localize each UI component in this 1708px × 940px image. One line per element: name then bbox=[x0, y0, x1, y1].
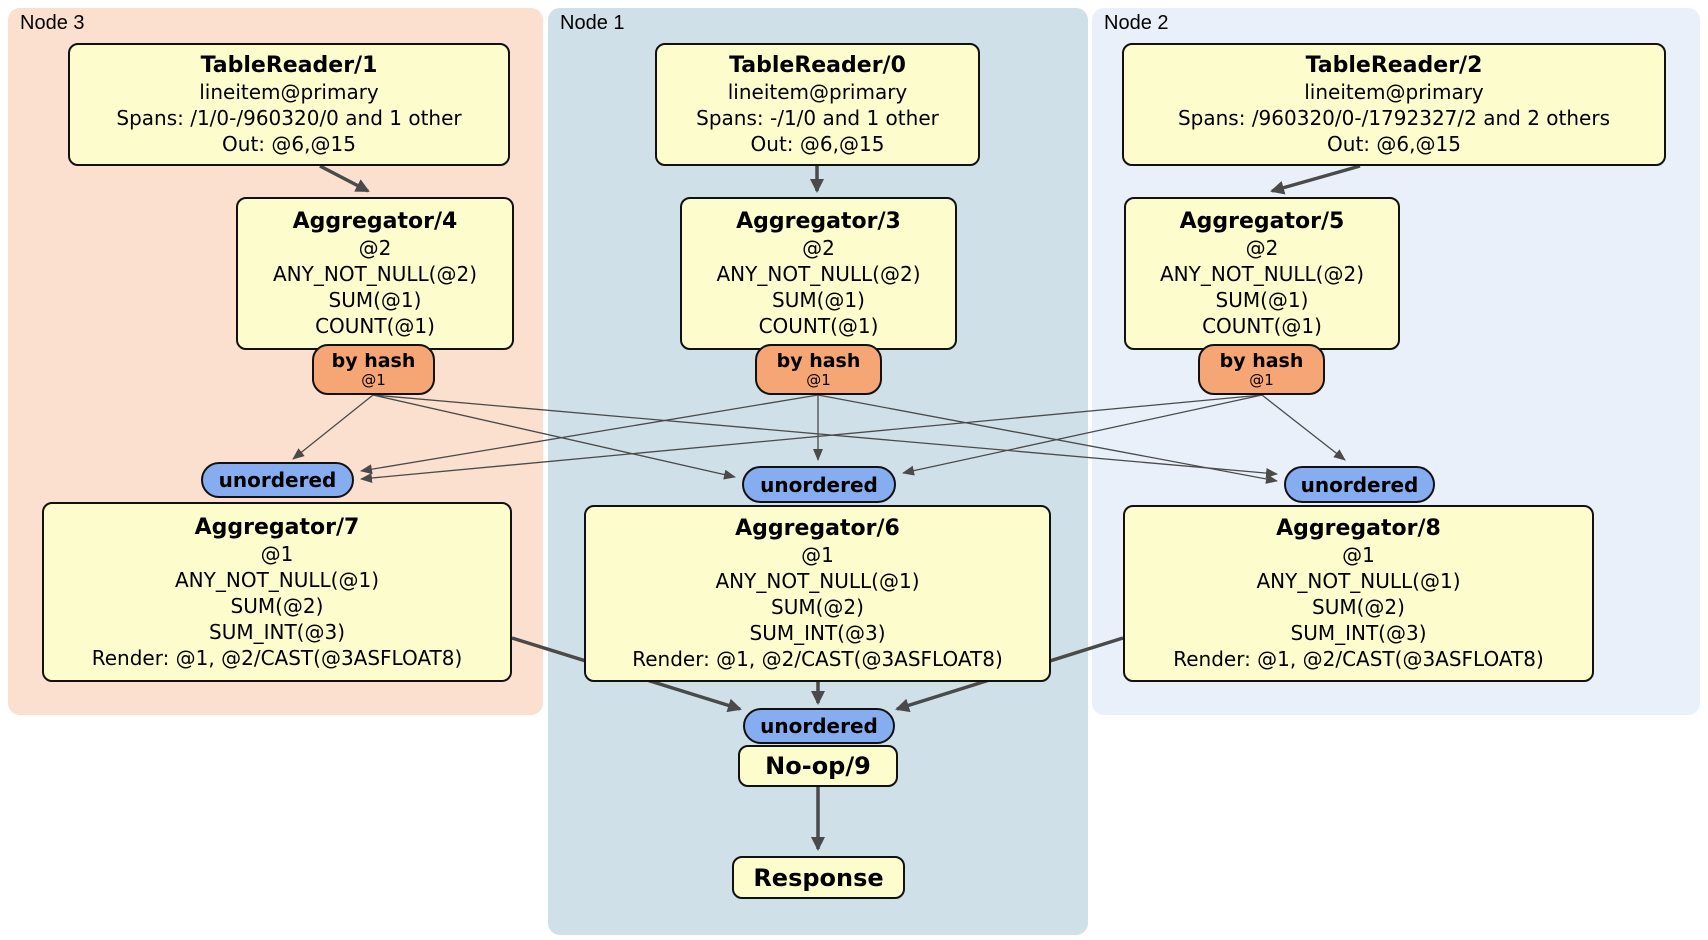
processor-title: Aggregator/4 bbox=[292, 209, 458, 234]
processor-agg-fn: SUM(@2) bbox=[771, 595, 864, 619]
region-label-node-2: Node 2 bbox=[1104, 12, 1169, 34]
processor-spans: Spans: -/1/0 and 1 other bbox=[696, 106, 939, 130]
sync-unordered-node1: unordered bbox=[742, 466, 896, 503]
processor-agg-fn: ANY_NOT_NULL(@1) bbox=[1256, 569, 1461, 593]
processor-agg-fn: SUM_INT(@3) bbox=[1290, 621, 1427, 645]
router-by-hash-node3: by hash @1 bbox=[312, 344, 435, 395]
edge-hash1-to-sync3 bbox=[360, 394, 819, 475]
processor-tablereader-1: TableReader/1 lineitem@primary Spans: /1… bbox=[68, 43, 510, 166]
processor-title: TableReader/1 bbox=[200, 53, 378, 78]
edge-hash1-to-sync2 bbox=[817, 394, 1278, 484]
processor-render: Render: @1, @2/CAST(@3ASFLOAT8) bbox=[1173, 647, 1544, 671]
processor-agg-fn: SUM(@1) bbox=[328, 288, 422, 312]
processor-agg-fn: SUM(@2) bbox=[230, 593, 324, 618]
router-by-hash-node1: by hash @1 bbox=[755, 344, 882, 395]
processor-spans: Spans: /1/0-/960320/0 and 1 other bbox=[116, 106, 462, 130]
processor-title: Aggregator/8 bbox=[1276, 516, 1441, 541]
processor-agg-fn: SUM_INT(@3) bbox=[209, 619, 345, 644]
processor-group-cols: @1 bbox=[801, 543, 834, 567]
processor-agg-fn: SUM(@2) bbox=[1312, 595, 1405, 619]
processor-out: Out: @6,@15 bbox=[750, 132, 885, 156]
sync-unordered-final: unordered bbox=[743, 708, 895, 744]
edge-hash2-to-sync2 bbox=[1261, 394, 1346, 461]
processor-agg-fn: ANY_NOT_NULL(@2) bbox=[1160, 262, 1364, 286]
processor-title: No-op/9 bbox=[765, 752, 871, 780]
router-label: by hash bbox=[1219, 350, 1304, 372]
processor-group-cols: @2 bbox=[1245, 236, 1279, 260]
processor-index: lineitem@primary bbox=[199, 80, 379, 104]
router-label: by hash bbox=[776, 350, 861, 372]
processor-aggregator-3: Aggregator/3 @2 ANY_NOT_NULL(@2) SUM(@1)… bbox=[680, 197, 957, 350]
processor-out: Out: @6,@15 bbox=[1327, 132, 1461, 156]
processor-agg-fn: SUM(@1) bbox=[1215, 288, 1309, 312]
region-label-node-1: Node 1 bbox=[560, 12, 625, 34]
processor-aggregator-8: Aggregator/8 @1 ANY_NOT_NULL(@1) SUM(@2)… bbox=[1123, 505, 1594, 682]
router-columns: @1 bbox=[361, 371, 386, 389]
sync-label: unordered bbox=[760, 714, 878, 738]
router-label: by hash bbox=[331, 350, 416, 372]
response-title: Response bbox=[753, 863, 884, 892]
processor-group-cols: @2 bbox=[358, 236, 392, 260]
processor-noop-9: No-op/9 bbox=[738, 745, 898, 787]
processor-agg-fn: ANY_NOT_NULL(@1) bbox=[175, 567, 379, 592]
edge-hash2-to-sync1 bbox=[902, 394, 1263, 476]
processor-agg-fn: ANY_NOT_NULL(@2) bbox=[716, 262, 921, 286]
sync-label: unordered bbox=[1300, 472, 1419, 497]
processor-render: Render: @1, @2/CAST(@3ASFLOAT8) bbox=[91, 645, 463, 670]
processor-title: TableReader/0 bbox=[729, 53, 906, 78]
processor-index: lineitem@primary bbox=[1304, 80, 1484, 104]
edge-hash2-to-sync3 bbox=[360, 394, 1263, 483]
sync-label: unordered bbox=[218, 468, 337, 492]
edge-hash3-to-sync2 bbox=[372, 394, 1278, 479]
response-node: Response bbox=[732, 856, 905, 899]
processor-title: Aggregator/6 bbox=[735, 516, 900, 541]
edge-hash3-to-sync1 bbox=[372, 394, 736, 480]
router-columns: @1 bbox=[1249, 371, 1274, 389]
processor-tablereader-2: TableReader/2 lineitem@primary Spans: /9… bbox=[1122, 43, 1666, 166]
processor-out: Out: @6,@15 bbox=[222, 132, 356, 156]
sync-unordered-node3: unordered bbox=[201, 462, 354, 498]
processor-group-cols: @1 bbox=[1342, 543, 1375, 567]
processor-agg-fn: COUNT(@1) bbox=[758, 314, 879, 338]
processor-group-cols: @2 bbox=[802, 236, 835, 260]
processor-aggregator-4: Aggregator/4 @2 ANY_NOT_NULL(@2) SUM(@1)… bbox=[236, 197, 514, 350]
processor-title: Aggregator/7 bbox=[194, 514, 360, 540]
processor-agg-fn: SUM(@1) bbox=[772, 288, 865, 312]
processor-agg-fn: COUNT(@1) bbox=[1202, 314, 1322, 338]
processor-group-cols: @1 bbox=[260, 541, 294, 566]
region-label-node-3: Node 3 bbox=[20, 12, 85, 34]
router-columns: @1 bbox=[806, 371, 831, 389]
processor-title: Aggregator/5 bbox=[1179, 209, 1345, 234]
processor-aggregator-6: Aggregator/6 @1 ANY_NOT_NULL(@1) SUM(@2)… bbox=[584, 505, 1051, 682]
processor-title: TableReader/2 bbox=[1305, 53, 1483, 78]
processor-title: Aggregator/3 bbox=[736, 209, 901, 234]
processor-agg-fn: ANY_NOT_NULL(@2) bbox=[273, 262, 477, 286]
processor-spans: Spans: /960320/0-/1792327/2 and 2 others bbox=[1177, 106, 1610, 130]
edge-tr1-to-agg4 bbox=[319, 164, 370, 193]
processor-aggregator-5: Aggregator/5 @2 ANY_NOT_NULL(@2) SUM(@1)… bbox=[1124, 197, 1400, 350]
router-by-hash-node2: by hash @1 bbox=[1198, 344, 1325, 395]
processor-render: Render: @1, @2/CAST(@3ASFLOAT8) bbox=[632, 647, 1003, 671]
processor-tablereader-0: TableReader/0 lineitem@primary Spans: -/… bbox=[655, 43, 980, 166]
processor-index: lineitem@primary bbox=[727, 80, 908, 104]
edge-hash3-to-sync3 bbox=[292, 394, 374, 460]
processor-aggregator-7: Aggregator/7 @1 ANY_NOT_NULL(@1) SUM(@2)… bbox=[42, 502, 512, 682]
sync-unordered-node2: unordered bbox=[1284, 466, 1435, 503]
sync-label: unordered bbox=[760, 472, 878, 497]
processor-agg-fn: COUNT(@1) bbox=[315, 314, 435, 338]
processor-agg-fn: ANY_NOT_NULL(@1) bbox=[715, 569, 920, 593]
edge-tr2-to-agg5 bbox=[1270, 164, 1361, 195]
processor-agg-fn: SUM_INT(@3) bbox=[749, 621, 886, 645]
